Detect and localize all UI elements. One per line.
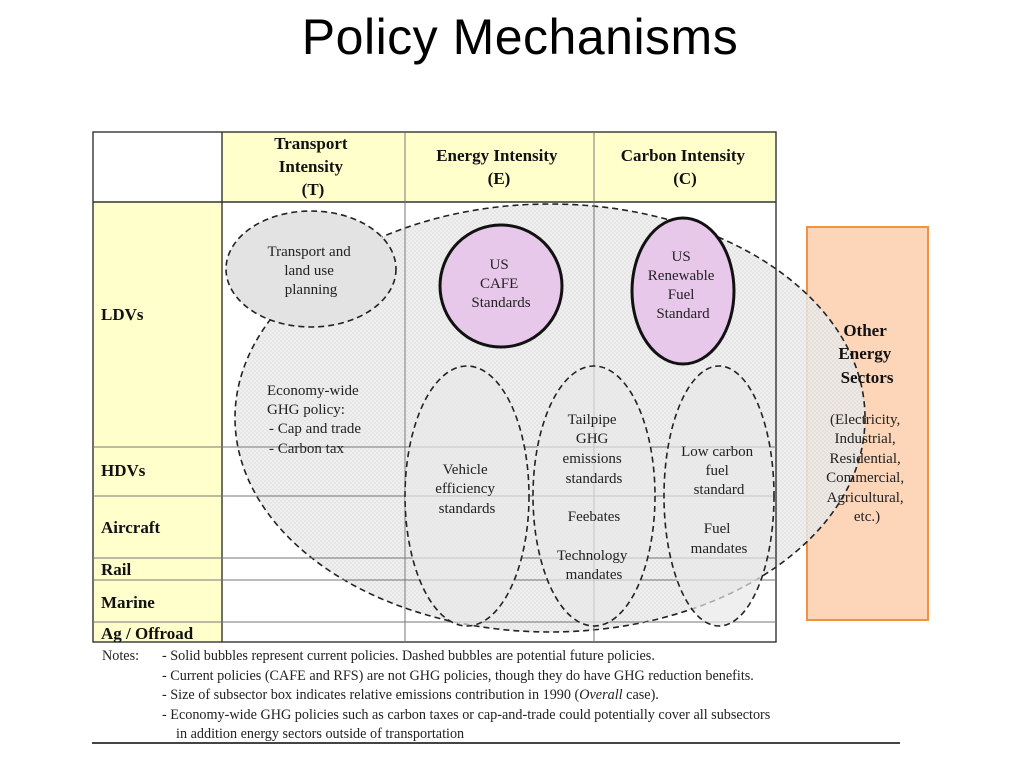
tailpipe-label: Tailpipe GHG emissions standards <box>563 412 626 487</box>
top-left-empty-cell <box>93 132 222 202</box>
us-cafe-bubble <box>438 223 564 349</box>
row-label-aircraft: Aircraft <box>101 518 160 537</box>
note-line-3: - Size of subsector box indicates relati… <box>162 687 659 703</box>
transport-land-use-bubble <box>225 210 397 328</box>
row-label-marine: Marine <box>101 593 155 612</box>
col-header-energy: Energy Intensity (E) <box>436 146 562 188</box>
bottom-rule <box>92 742 900 744</box>
notes-block: Notes: - Solid bubbles represent current… <box>102 647 902 745</box>
us-rfs-label: US Renewable Fuel Standard <box>648 249 718 322</box>
us-cafe-label: US CAFE Standards <box>471 257 530 311</box>
row-label-ldvs: LDVs <box>101 305 144 324</box>
vehicle-efficiency-label: Vehicle efficiency standards <box>435 462 498 517</box>
fuel-mandates-label: Fuel mandates <box>691 521 748 557</box>
row-label-rail: Rail <box>101 560 132 579</box>
note-line-5: in addition energy sectors outside of tr… <box>176 726 465 742</box>
note-line-4: - Economy-wide GHG policies such as carb… <box>162 706 771 723</box>
note-line-1: - Solid bubbles represent current polici… <box>162 648 655 664</box>
us-rfs-bubble <box>630 216 736 366</box>
note-line-2: - Current policies (CAFE and RFS) are no… <box>162 667 754 684</box>
other-sectors-detail: (Electricity, Industrial, Residential, C… <box>826 412 908 525</box>
row-label-column <box>93 202 222 642</box>
col-header-carbon: Carbon Intensity (C) <box>621 146 749 188</box>
tailpipe-feebates-bubble <box>532 365 656 627</box>
vehicle-efficiency-bubble <box>404 365 530 627</box>
row-label-ag-offroad: Ag / Offroad <box>101 624 194 643</box>
notes-label: Notes: <box>102 648 140 664</box>
technology-mandates-label: Technology mandates <box>557 548 631 583</box>
slide-title: Policy Mechanisms <box>301 9 739 65</box>
feebates-label: Feebates <box>568 509 621 525</box>
other-sectors-title: Other Energy Sectors <box>838 321 895 387</box>
header-row <box>222 132 776 202</box>
row-label-hdvs: HDVs <box>101 461 146 480</box>
low-carbon-fuel-label: Low carbon fuel standard <box>681 444 757 498</box>
low-carbon-fuel-bubble <box>663 365 775 627</box>
economy-wide-label: Economy-wide GHG policy: - Cap and trade… <box>267 383 365 457</box>
col-header-transport: Transport Intensity (T) <box>274 134 352 199</box>
transport-land-use-label: Transport and land use planning <box>268 244 355 298</box>
